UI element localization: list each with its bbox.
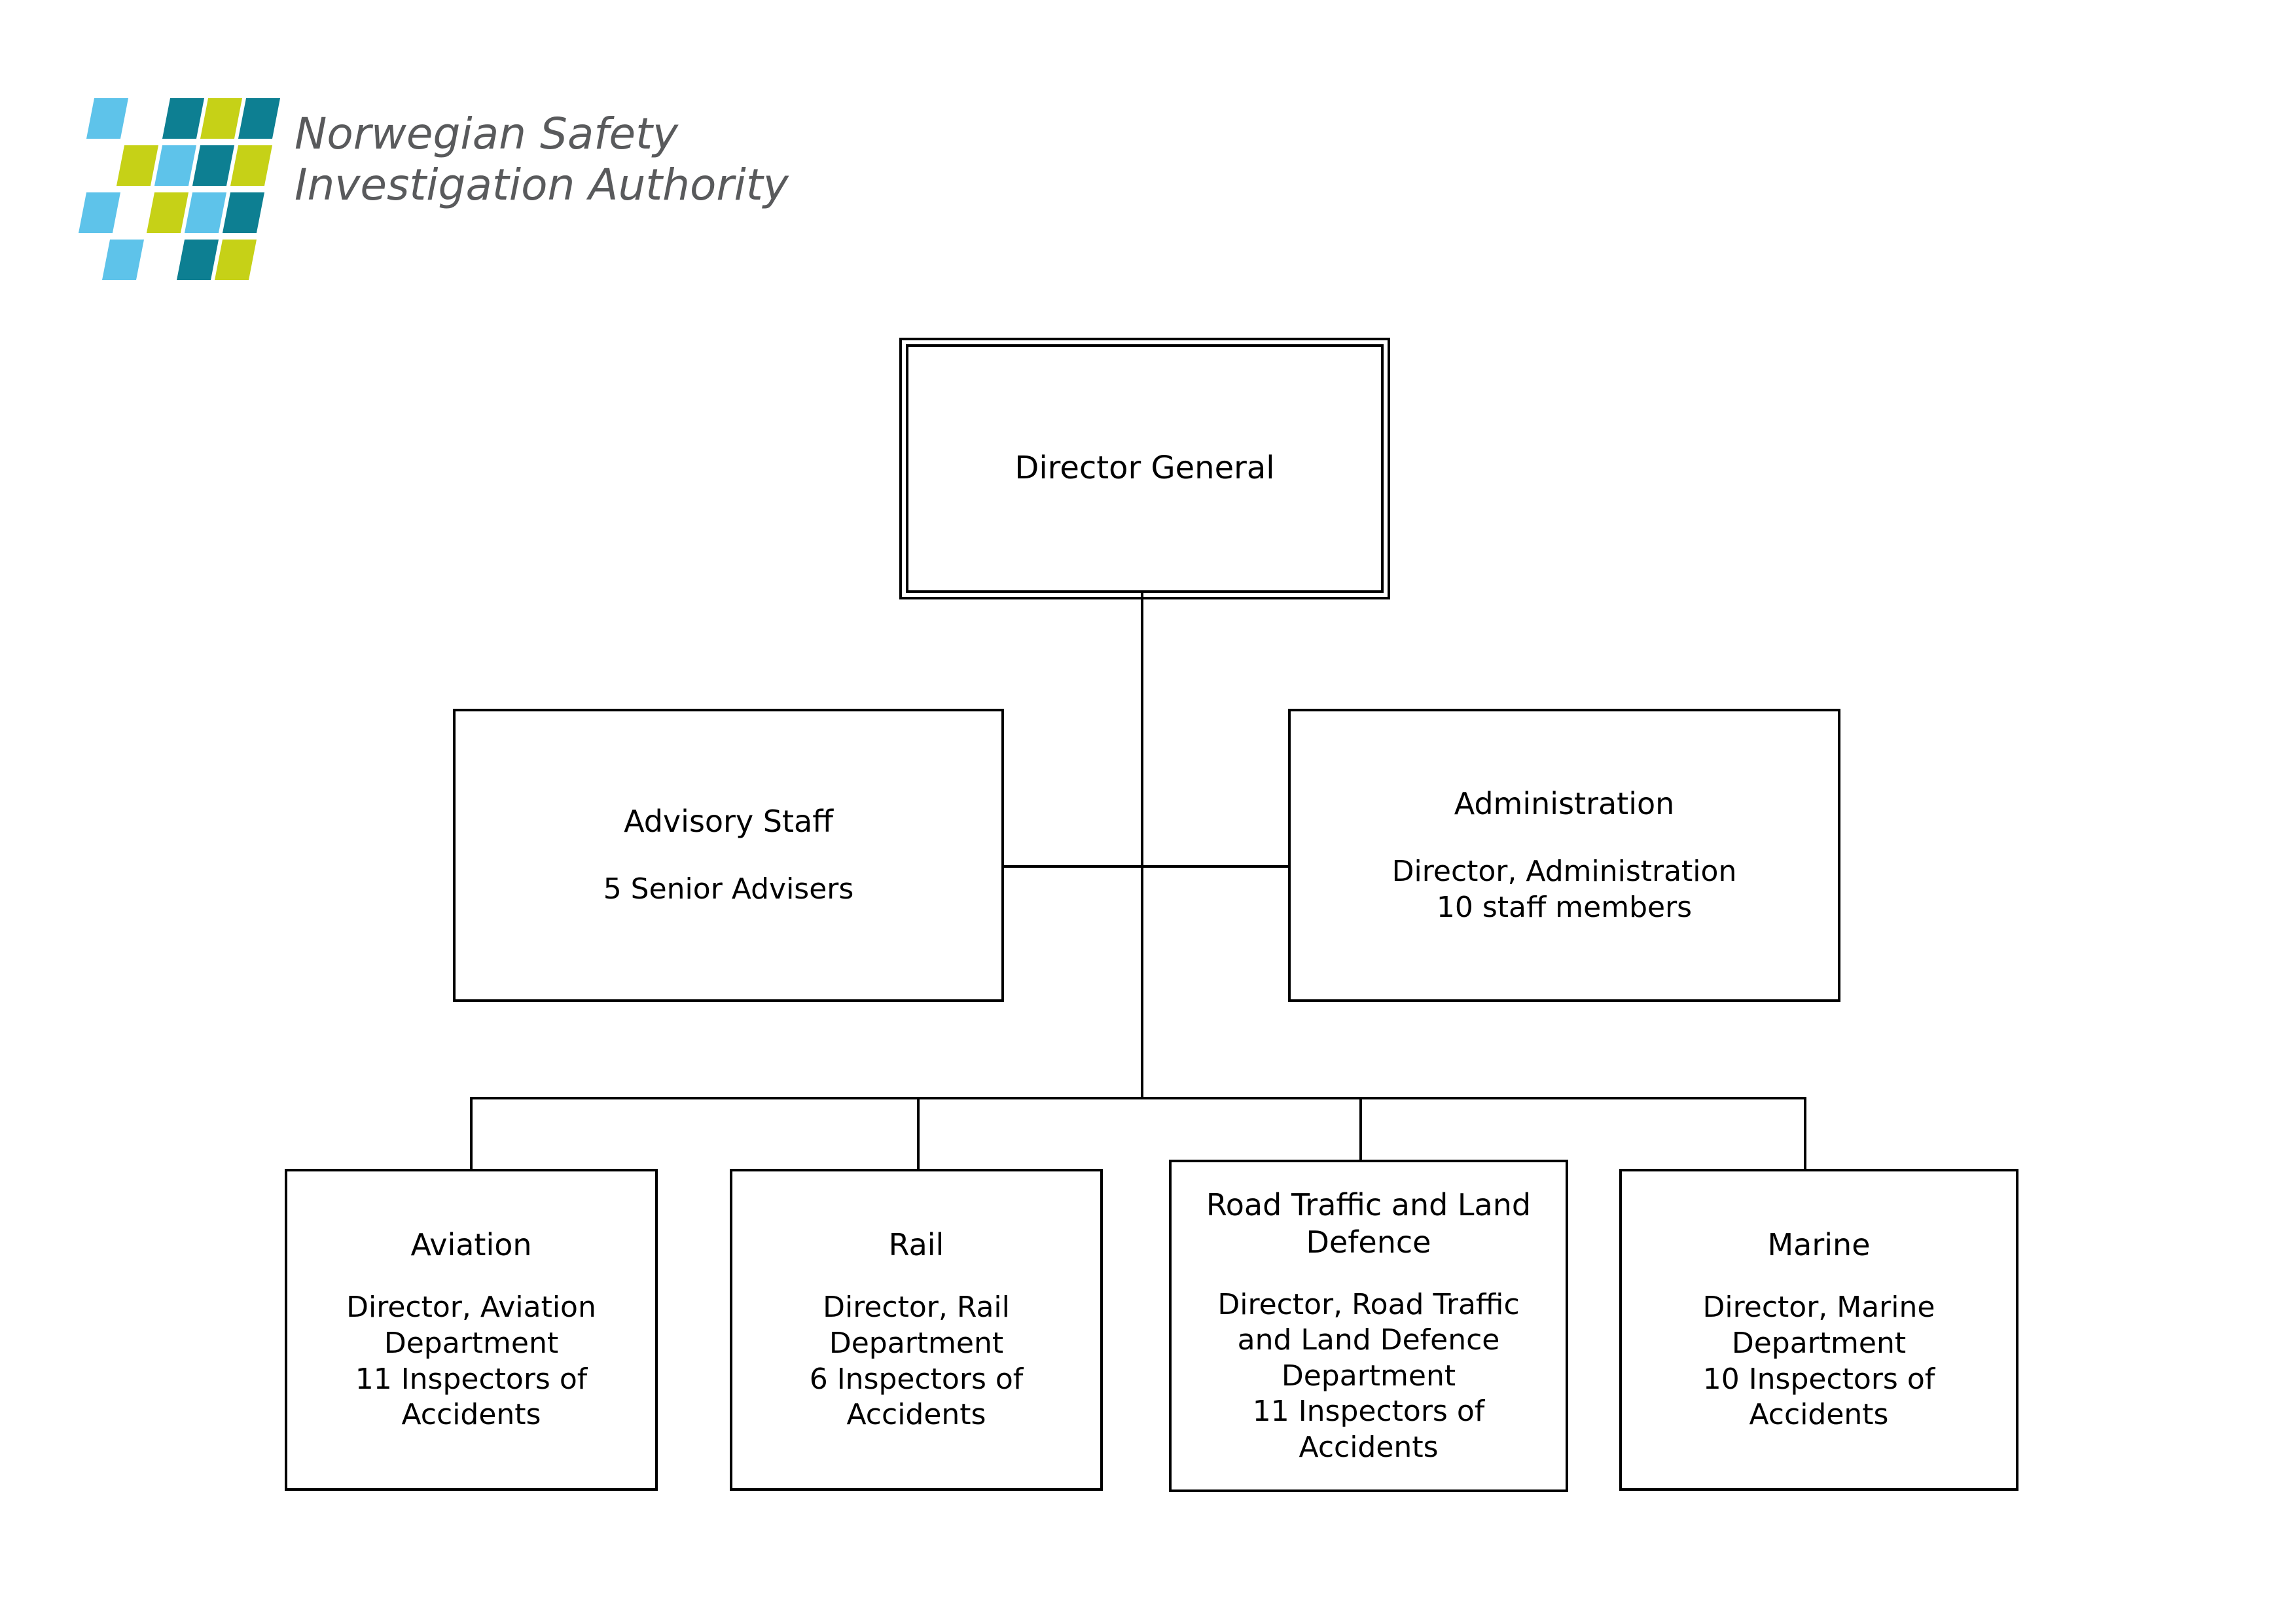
connector-drop-rail: [917, 1097, 920, 1170]
node-administration[interactable]: Administration Director, Administration …: [1288, 709, 1840, 1002]
node-marine[interactable]: Marine Director, Marine Department 10 In…: [1619, 1169, 2018, 1491]
logo-tile: [192, 145, 235, 186]
node-rail[interactable]: Rail Director, Rail Department 6 Inspect…: [730, 1169, 1103, 1491]
node-director-general[interactable]: Director General: [899, 338, 1390, 599]
organisation-logo: Norwegian Safety Investigation Authority: [78, 98, 956, 288]
node-road-traffic-land-defence[interactable]: Road Traffic and Land Defence Director, …: [1169, 1160, 1568, 1492]
logo-tile: [222, 192, 265, 233]
connector-spine-vertical: [1141, 593, 1143, 1098]
connector-drop-road-traffic: [1359, 1097, 1362, 1161]
logo-tile: [230, 145, 273, 186]
connector-drop-aviation: [470, 1097, 473, 1170]
connector-department-bus: [470, 1097, 1806, 1099]
node-advisory-staff-detail: 5 Senior Advisers: [603, 872, 854, 906]
node-marine-title: Marine: [1767, 1227, 1871, 1263]
node-aviation-title: Aviation: [410, 1227, 532, 1263]
logo-tile: [238, 98, 281, 139]
node-director-general-title: Director General: [1014, 450, 1275, 487]
node-rail-title: Rail: [888, 1227, 944, 1263]
node-marine-detail: Director, Marine Department 10 Inspector…: [1702, 1291, 1935, 1432]
logo-tile: [78, 192, 121, 233]
logo-tile-mark-icon: [78, 98, 288, 281]
node-aviation-detail: Director, Aviation Department 11 Inspect…: [346, 1291, 596, 1432]
logo-tile: [176, 240, 219, 280]
logo-tile: [162, 98, 205, 139]
organisation-name-wordmark: Norwegian Safety Investigation Authority: [295, 109, 789, 210]
node-administration-title: Administration: [1454, 785, 1675, 821]
node-advisory-staff-title: Advisory Staff: [624, 804, 833, 840]
logo-tile: [86, 98, 129, 139]
node-aviation[interactable]: Aviation Director, Aviation Department 1…: [285, 1169, 658, 1491]
node-advisory-staff[interactable]: Advisory Staff 5 Senior Advisers: [453, 709, 1004, 1002]
node-road-traffic-land-defence-detail: Director, Road Traffic and Land Defence …: [1217, 1287, 1520, 1464]
logo-tile: [154, 145, 197, 186]
node-rail-detail: Director, Rail Department 6 Inspectors o…: [809, 1291, 1024, 1432]
logo-tile: [146, 192, 189, 233]
connector-drop-marine: [1804, 1097, 1806, 1170]
logo-tile: [214, 240, 257, 280]
logo-tile: [101, 240, 145, 280]
logo-tile: [200, 98, 243, 139]
node-road-traffic-land-defence-title: Road Traffic and Land Defence: [1206, 1186, 1532, 1260]
logo-tile: [184, 192, 227, 233]
connector-staff-horizontal: [1004, 865, 1289, 868]
node-administration-detail: Director, Administration 10 staff member…: [1391, 854, 1737, 924]
logo-tile: [116, 145, 159, 186]
